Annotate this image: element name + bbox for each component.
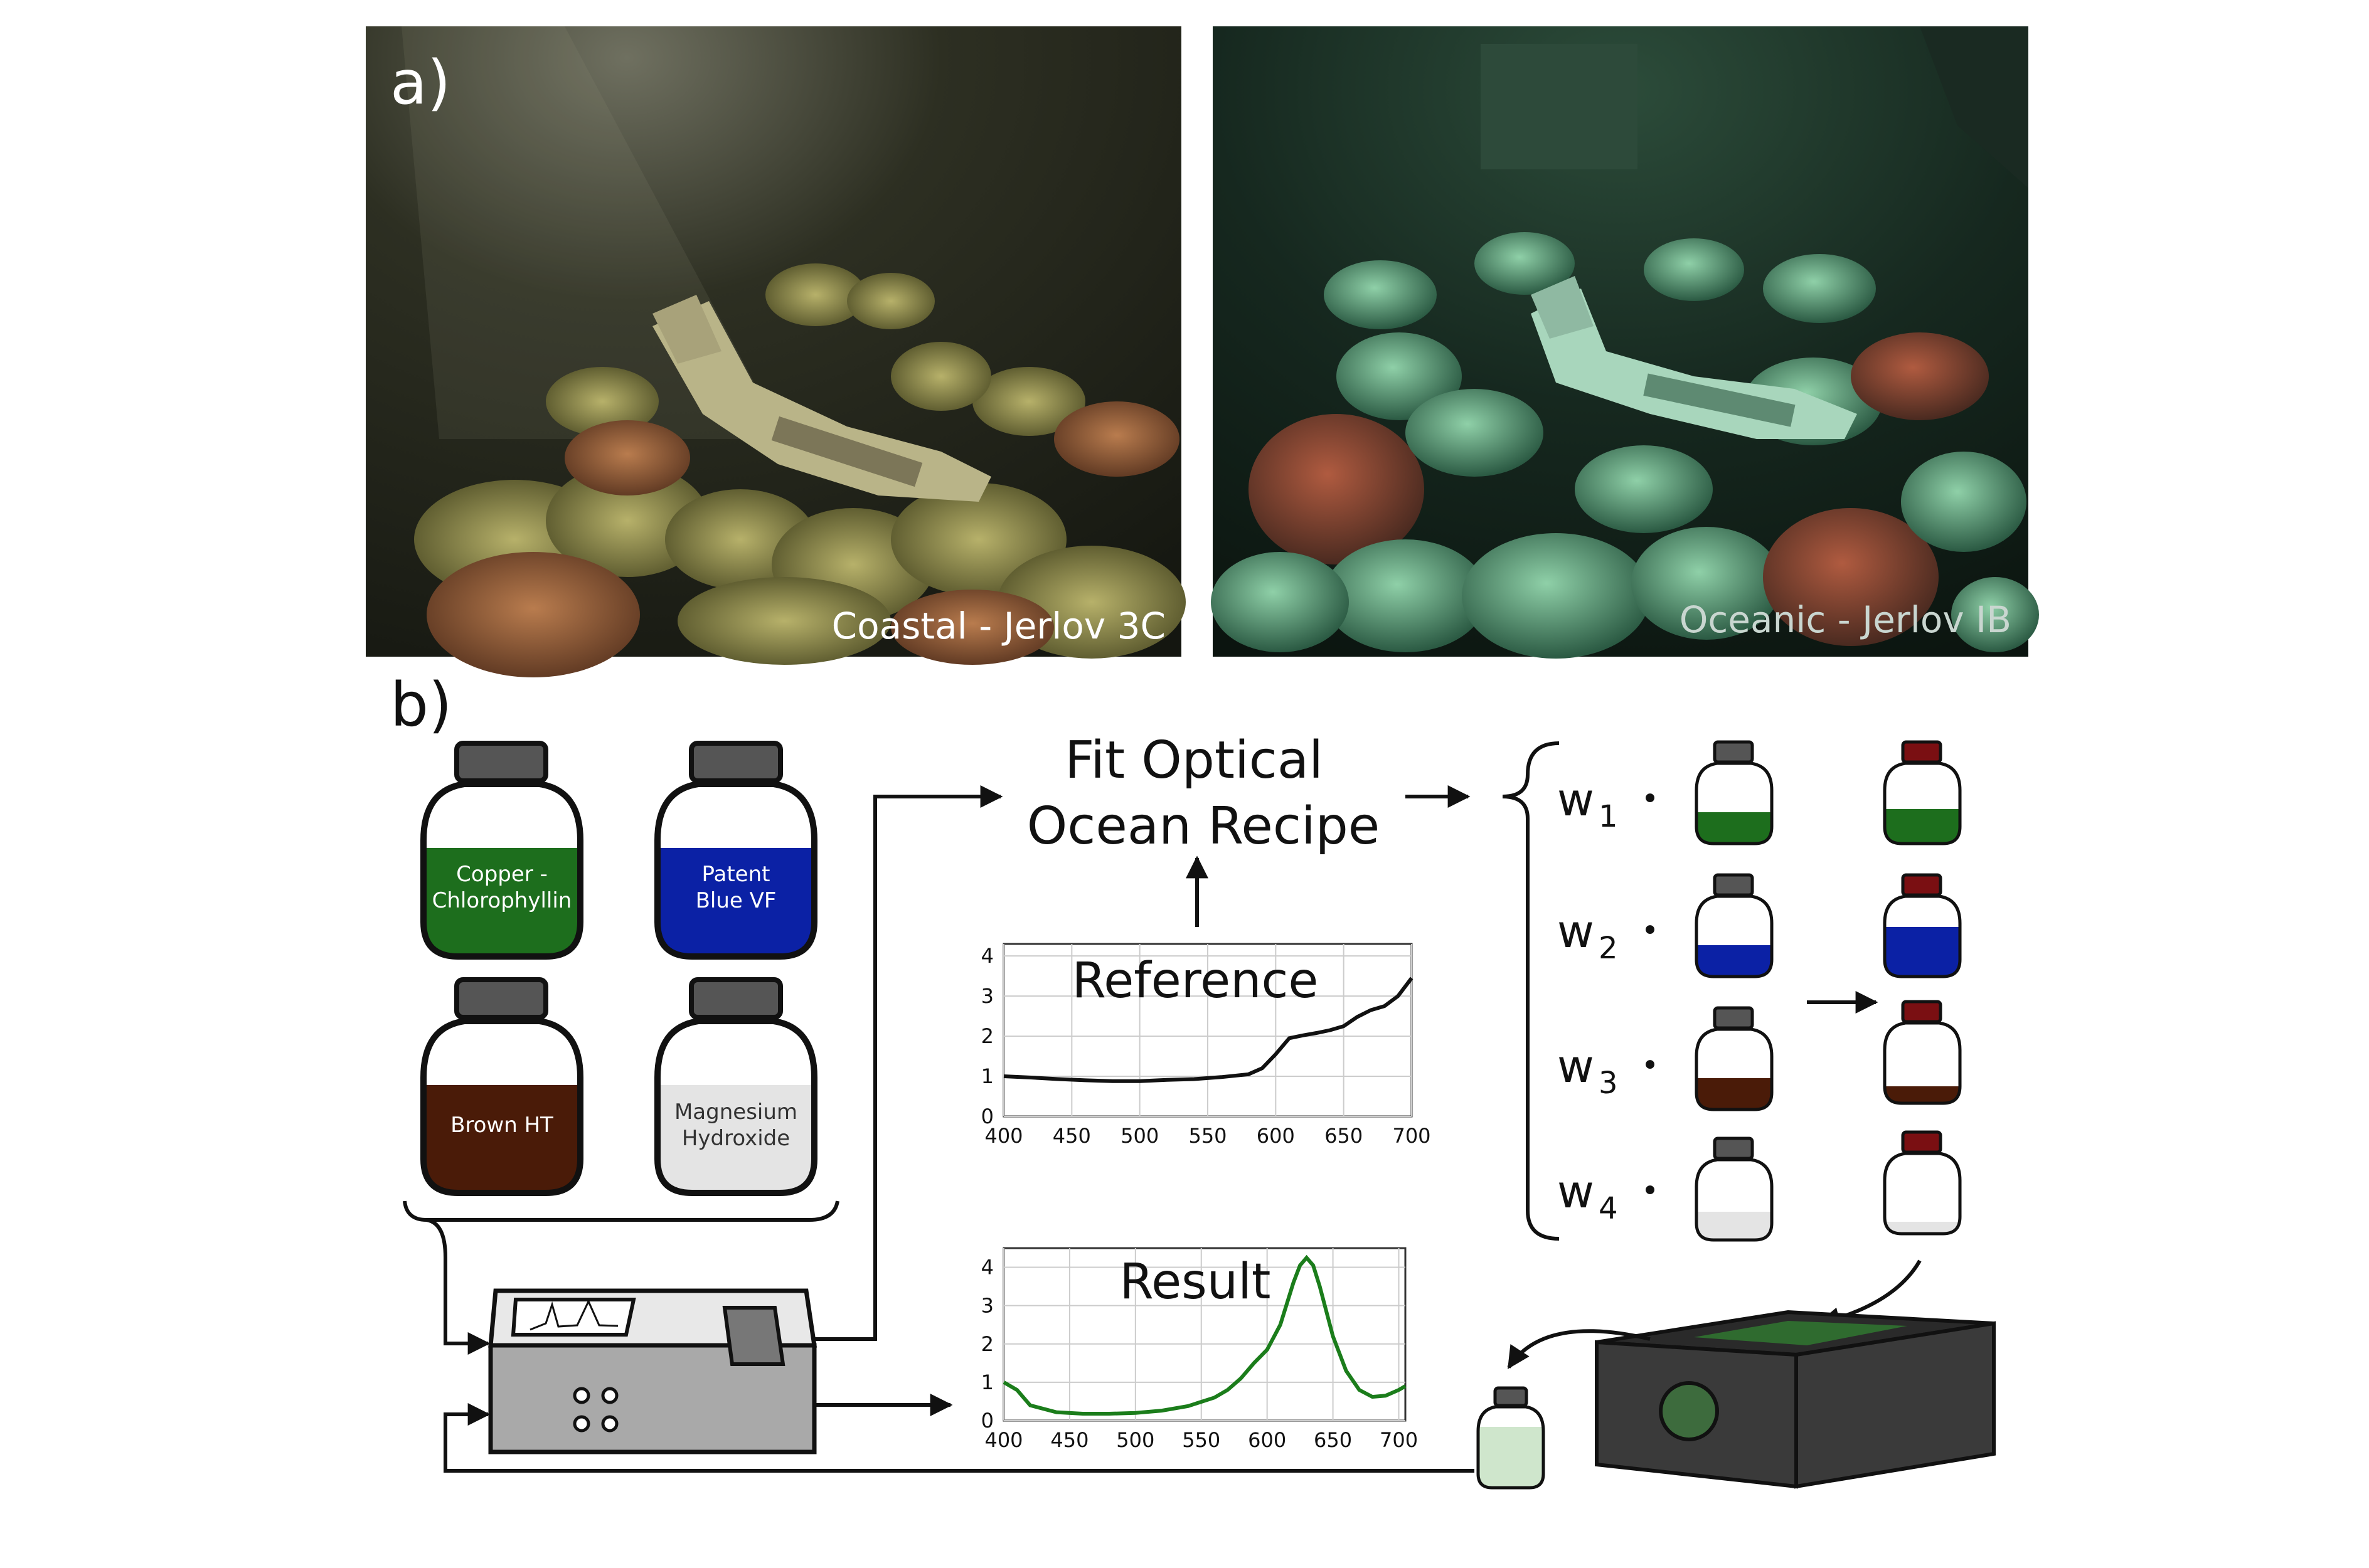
weight-row-1: w 1 •: [1557, 773, 1659, 834]
dye-label: Patent: [702, 862, 770, 887]
dye-bottle-copper-chlorophyllin: Copper - Chlorophyllin: [420, 741, 583, 960]
aquarium-tank-icon: [1595, 1310, 1996, 1489]
weight-symbol: w: [1557, 773, 1594, 826]
x-tick-label: 700: [1380, 1428, 1418, 1452]
x-tick-label: 500: [1121, 1124, 1159, 1148]
multiply-dot: •: [1641, 913, 1659, 948]
measured-bottle-w2: [1883, 873, 1962, 978]
panel-b-label: b): [390, 670, 452, 740]
weight-subscript: 3: [1599, 1066, 1618, 1101]
small-bottle-w3: [1695, 1006, 1774, 1111]
small-bottle-w2: [1695, 873, 1774, 978]
x-tick-label: 400: [984, 1124, 1023, 1148]
arrow-icon: [444, 1403, 1474, 1473]
measured-bottle-w3: [1883, 1000, 1962, 1105]
result-chart-title: Result: [1119, 1254, 1270, 1310]
y-tick-label: 4: [981, 1256, 994, 1279]
y-tick-label: 2: [981, 1024, 994, 1048]
fit-title-line2: Ocean Recipe: [1027, 797, 1380, 856]
weight-symbol: w: [1557, 1040, 1594, 1093]
small-bottle-w4: [1695, 1136, 1774, 1242]
y-tick-label: 1: [981, 1370, 994, 1394]
multiply-dot: •: [1641, 1173, 1659, 1209]
x-tick-label: 600: [1257, 1124, 1295, 1148]
y-tick-label: 1: [981, 1064, 994, 1088]
sample-bottle-icon: [1476, 1386, 1545, 1490]
x-tick-label: 550: [1188, 1124, 1227, 1148]
x-tick-label: 650: [1314, 1428, 1352, 1452]
x-tick-label: 450: [1053, 1124, 1091, 1148]
panel-a-label: a): [390, 48, 450, 118]
weight-row-4: w 4 •: [1557, 1165, 1659, 1226]
dye-bottle-patent-blue: Patent Blue VF: [654, 741, 817, 960]
reference-chart: 0 1 2 3 4 400 450 500 550 600 650 700 Reference: [981, 943, 1431, 1148]
arrow-icon: [814, 785, 1003, 1341]
dye-label: Chlorophyllin: [432, 888, 572, 913]
x-tick-label: 700: [1392, 1124, 1430, 1148]
x-tick-label: 500: [1116, 1428, 1154, 1452]
x-tick-label: 550: [1182, 1428, 1220, 1452]
multiply-dot: •: [1641, 1048, 1659, 1083]
y-tick-label: 3: [981, 1294, 994, 1318]
x-tick-label: 450: [1050, 1428, 1089, 1452]
x-tick-label: 400: [984, 1428, 1023, 1452]
small-bottle-w1: [1695, 740, 1774, 845]
result-chart: 0 1 2 3 4 400 450 500 550 600 650 700 Result: [981, 1247, 1418, 1452]
y-tick-label: 4: [981, 944, 994, 968]
oceanic-photo: Oceanic - Jerlov IB: [1211, 26, 2039, 659]
y-tick-label: 3: [981, 984, 994, 1008]
y-tick-label: 2: [981, 1332, 994, 1356]
dye-bottle-brown-ht: Brown HT: [420, 977, 583, 1196]
curly-brace-icon: [403, 1200, 839, 1258]
arrow-icon: [444, 1258, 491, 1355]
weight-subscript: 4: [1599, 1191, 1618, 1226]
multiply-dot: •: [1641, 781, 1659, 817]
dye-bottle-magnesium-hydroxide: Magnesium Hydroxide: [654, 977, 817, 1196]
measured-bottle-w1: [1883, 740, 1962, 845]
reference-series-line: [1003, 977, 1413, 1083]
weight-symbol: w: [1557, 1165, 1594, 1218]
dye-label: Brown HT: [450, 1113, 553, 1138]
weight-subscript: 2: [1599, 931, 1618, 966]
measured-bottle-w4: [1883, 1130, 1962, 1236]
spectrometer-icon: [488, 1288, 817, 1454]
y-tick-label: 0: [981, 1409, 994, 1433]
reference-chart-title: Reference: [1072, 953, 1319, 1009]
y-tick-label: 0: [981, 1104, 994, 1128]
dye-label: Hydroxide: [682, 1126, 790, 1151]
coastal-photo: a) Coastal - Jerlov 3C: [366, 26, 1186, 677]
result-series-line: [1003, 1254, 1407, 1416]
weight-subscript: 1: [1599, 799, 1618, 834]
x-tick-label: 600: [1248, 1428, 1286, 1452]
curly-brace-icon: [1502, 741, 1560, 1241]
weight-symbol: w: [1557, 905, 1594, 958]
dye-label: Blue VF: [696, 888, 777, 913]
result-chart-frame: [1003, 1247, 1407, 1422]
weight-row-2: w 2 •: [1557, 905, 1659, 966]
arrow-icon: [1507, 1329, 1651, 1370]
weight-row-3: w 3 •: [1557, 1040, 1659, 1101]
x-tick-label: 650: [1324, 1124, 1363, 1148]
coastal-photo-caption: Coastal - Jerlov 3C: [832, 605, 1166, 647]
dye-label: Magnesium: [674, 1099, 797, 1125]
fit-title-line1: Fit Optical: [1065, 731, 1323, 790]
oceanic-photo-caption: Oceanic - Jerlov IB: [1680, 598, 2011, 641]
dye-label: Copper -: [456, 862, 548, 887]
